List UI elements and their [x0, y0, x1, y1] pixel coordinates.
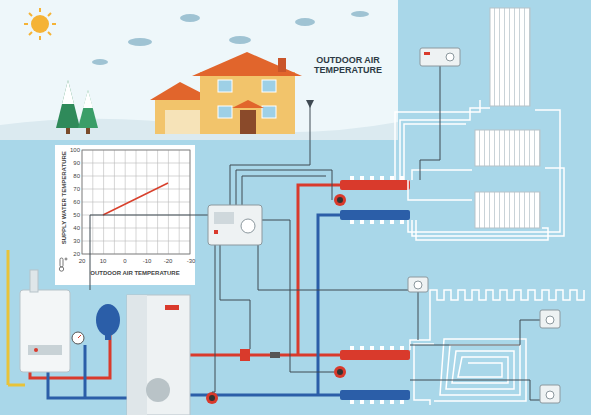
tick-label: 100 — [64, 147, 80, 154]
expansion-tank — [96, 304, 120, 340]
tick-label: 40 — [64, 225, 80, 232]
storage-tank — [127, 295, 190, 415]
axis-title: OUTDOOR AIR TEMPERATURE — [85, 270, 185, 277]
tick-label: -10 — [141, 258, 153, 265]
tick-label: 30 — [64, 238, 80, 245]
tick-label: 50 — [64, 212, 80, 219]
trees — [56, 80, 98, 134]
outdoor-scene — [0, 0, 398, 140]
house — [150, 52, 302, 134]
tick-label: 80 — [64, 173, 80, 180]
pumps — [206, 194, 346, 404]
tick-label: 90 — [64, 160, 80, 167]
tick-label: 60 — [64, 199, 80, 206]
tick-label: 70 — [64, 186, 80, 193]
tick-label: 20 — [64, 251, 80, 258]
axis-title: SUPPLY WATER TEMPERATURE — [61, 154, 68, 244]
weather-controller — [208, 205, 262, 245]
radiators — [475, 8, 540, 228]
sensor-arrow — [306, 100, 314, 108]
thermometer-icon — [59, 258, 67, 271]
thermostats — [408, 48, 560, 403]
tick-label: -20 — [162, 258, 174, 265]
return-pipes — [48, 215, 340, 398]
pressure-gauge — [72, 332, 84, 344]
control-wires — [90, 65, 548, 400]
floor-heating — [410, 290, 584, 405]
boiler — [20, 270, 70, 372]
tick-label: 20 — [76, 258, 88, 265]
tick-label: 10 — [97, 258, 109, 265]
tick-label: 0 — [119, 258, 131, 265]
tick-label: -30 — [184, 258, 198, 265]
gas-pipe — [7, 250, 10, 385]
sensor-label: OUTDOOR AIR TEMPERATURE — [312, 56, 384, 76]
